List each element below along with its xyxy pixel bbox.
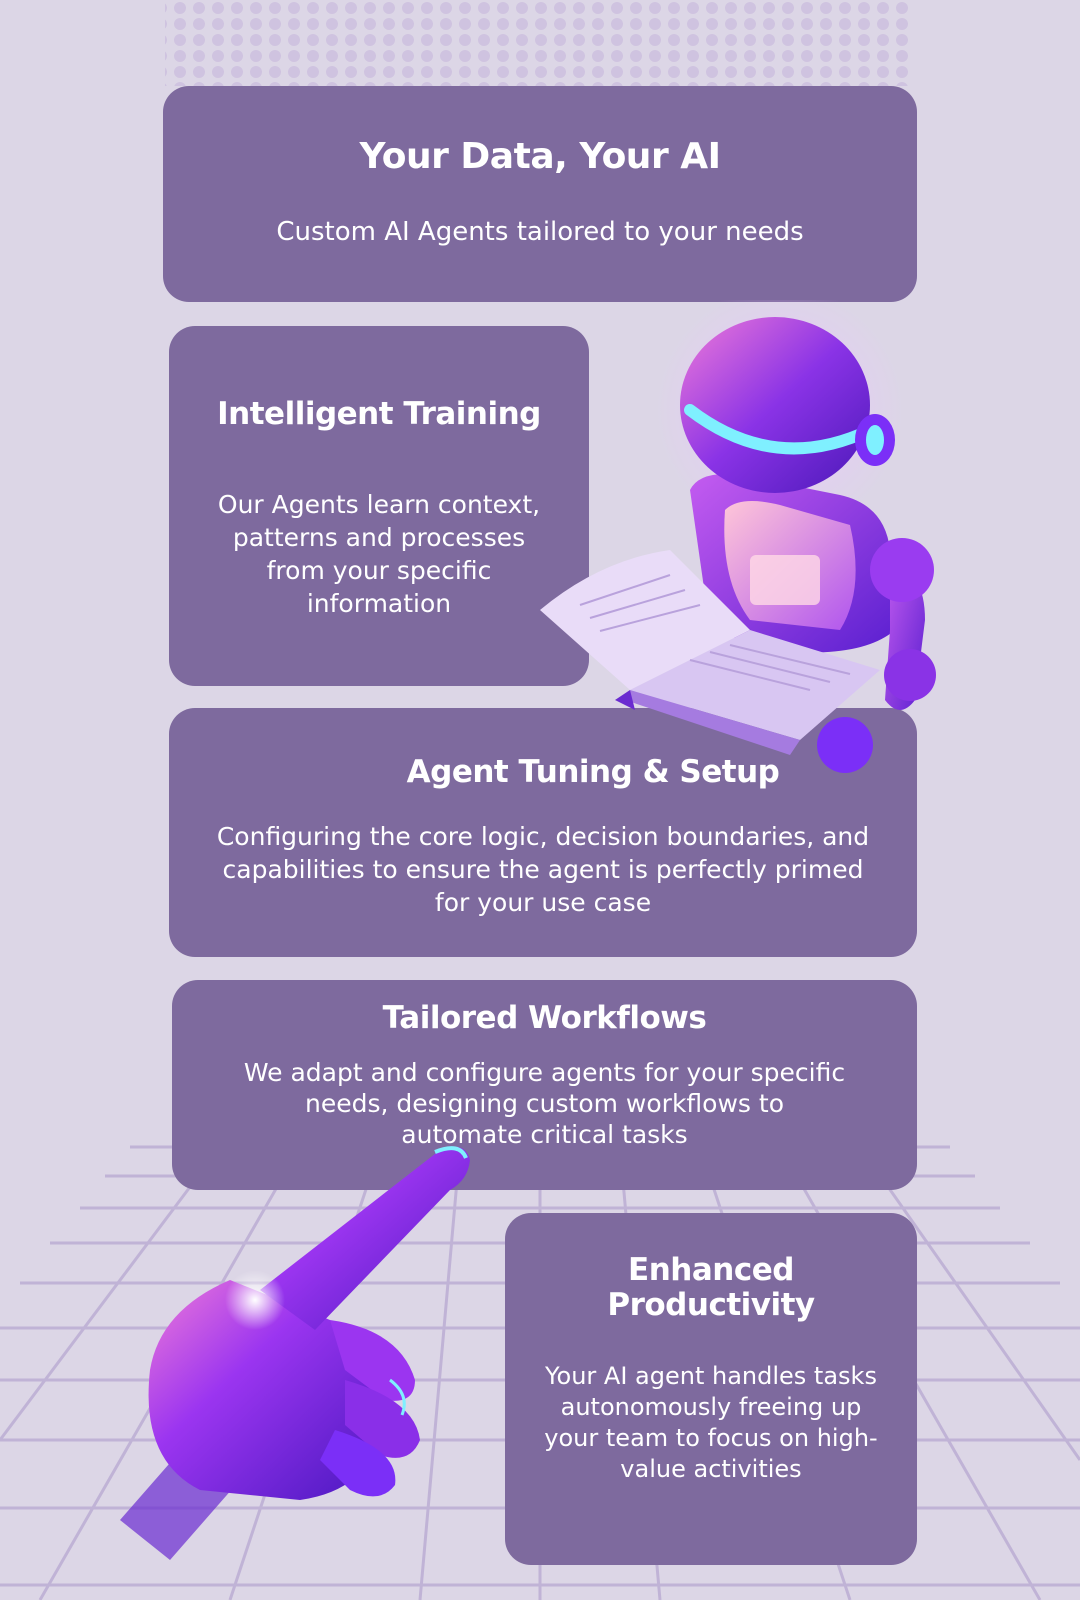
workflows-description: We adapt and configure agents for your s… — [243, 1058, 846, 1149]
hero-title: Your Data, Your AI — [359, 136, 721, 177]
hero-card: Your Data, Your AI Custom AI Agents tail… — [163, 86, 917, 302]
tuning-title: Agent Tuning & Setup — [406, 754, 780, 790]
tuning-description: Configuring the core logic, decision bou… — [216, 822, 870, 917]
training-card: Intelligent Training Our Agents learn co… — [169, 326, 589, 686]
hero-subtitle: Custom AI Agents tailored to your needs — [276, 217, 804, 247]
productivity-card: Enhanced Productivity Your AI agent hand… — [505, 1213, 917, 1565]
robot-hand-pointing-icon — [120, 1146, 470, 1560]
productivity-description: Your AI agent handles tasks autonomously… — [544, 1362, 878, 1483]
productivity-title: Enhanced Productivity — [607, 1252, 815, 1323]
training-title: Intelligent Training — [217, 396, 541, 432]
workflows-title: Tailored Workflows — [382, 1000, 707, 1036]
robot-reading-book-icon — [540, 300, 936, 773]
workflows-card: Tailored Workflows We adapt and configur… — [172, 980, 917, 1190]
training-description: Our Agents learn context, patterns and p… — [217, 490, 541, 618]
